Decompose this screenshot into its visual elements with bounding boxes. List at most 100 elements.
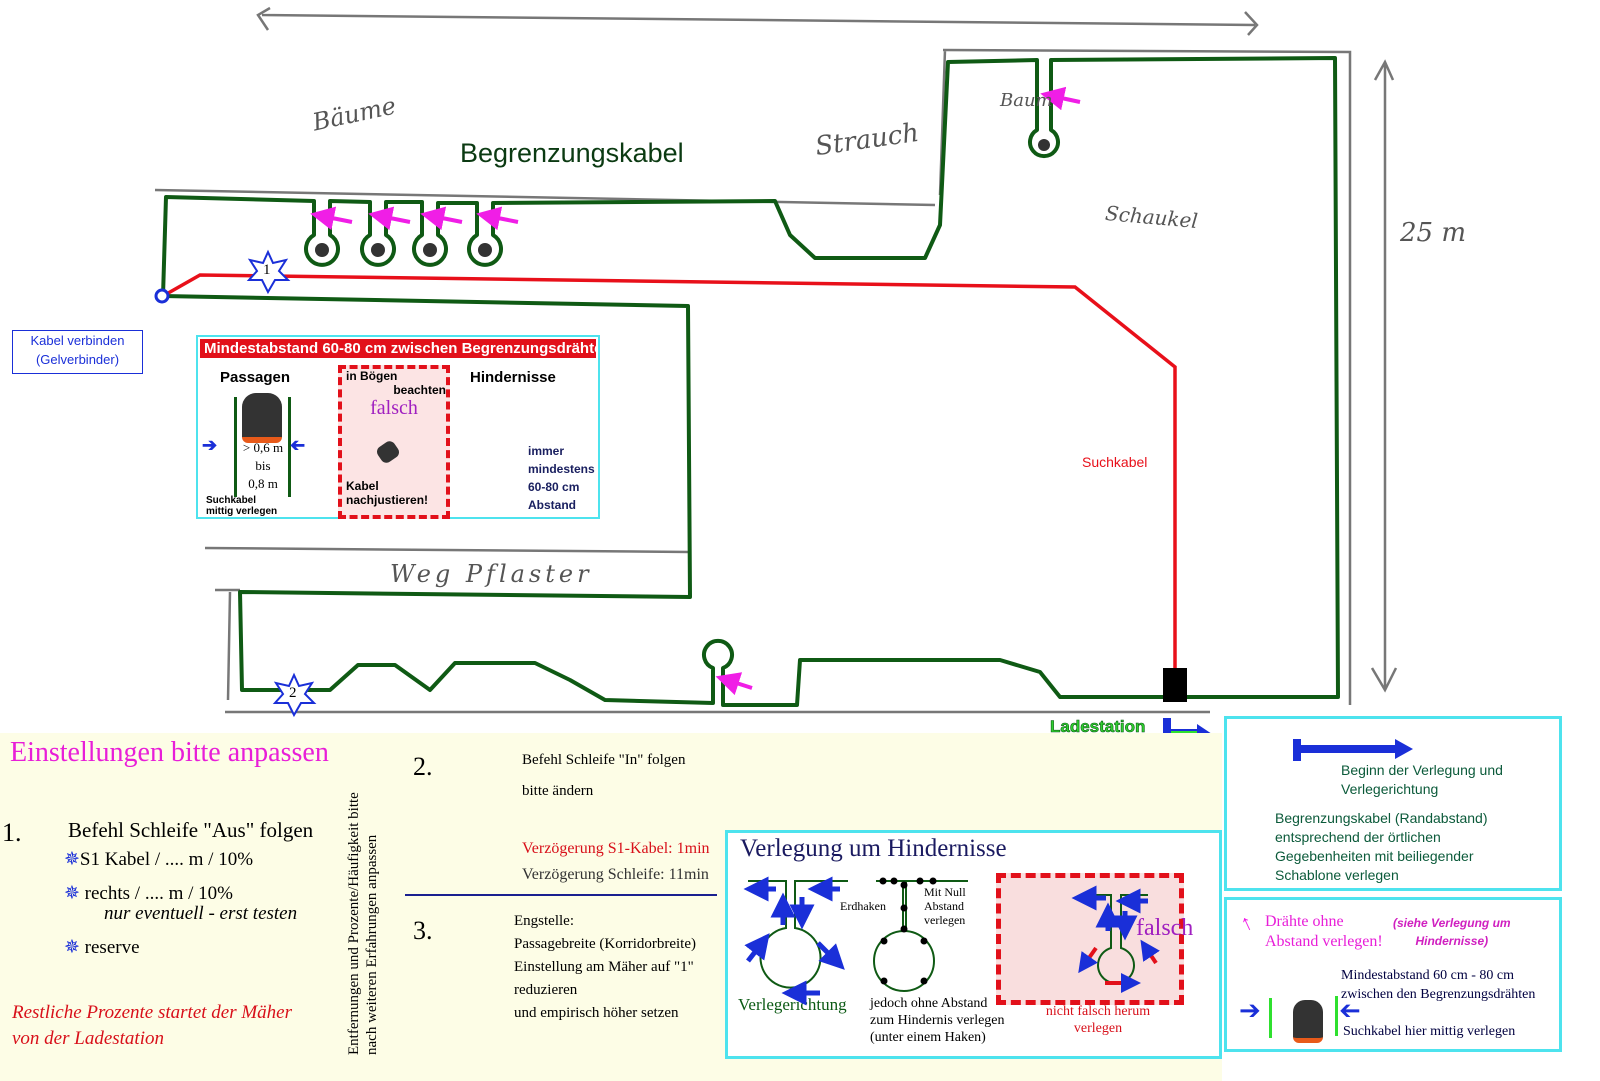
- connector-label: Kabel verbinden (Gelverbinder): [12, 330, 143, 374]
- wires-note-line: Drähte ohne: [1265, 913, 1344, 930]
- spacing-info-title: Mindestabstand 60-80 cm zwischen Begrenz…: [200, 339, 596, 358]
- zero-distance-label: Mit Null Abstand verlegen: [924, 885, 966, 927]
- section-1-footer: Restliche Prozente startet der Mäher von…: [12, 1000, 292, 1052]
- section-3-line: Einstellung am Mäher auf "1": [514, 959, 694, 975]
- see-note-line: (siehe Verlegung um: [1393, 916, 1511, 930]
- start-direction-shaft: [1299, 745, 1399, 753]
- handwritten-tree: Baum: [1000, 90, 1053, 111]
- section-3-line: Engstelle:: [514, 913, 574, 929]
- hindernisse-note: immer mindestens 60-80 cm Abstand: [528, 442, 595, 514]
- charging-station-label: Ladestation: [1050, 717, 1146, 737]
- passagen-note-line: mittig verlegen: [206, 506, 278, 517]
- settings-title: Einstellungen bitte anpassen: [10, 737, 329, 768]
- passage-width: > 0,6 m bis 0,8 m: [238, 439, 288, 493]
- mower-icon: [1293, 1000, 1323, 1043]
- star-1-icon: [246, 249, 291, 295]
- divider: [405, 894, 717, 896]
- footer-line: von der Ladestation: [12, 1028, 164, 1049]
- wrong-note-line: nicht falsch herum: [1045, 1004, 1151, 1019]
- zero-line: Abstand: [924, 899, 964, 913]
- min-distance-line: zwischen den Begrenzungsdrähten: [1341, 987, 1536, 1002]
- wrong-direction-box: [996, 873, 1184, 1005]
- star-icon: ✵: [64, 883, 80, 904]
- arrow-left-icon: ➔: [290, 435, 306, 455]
- star-1-label: 1: [263, 262, 271, 278]
- obstacles-note: jedoch ohne Abstand zum Hindernis verleg…: [870, 995, 1005, 1046]
- star-2-icon: [272, 672, 317, 718]
- connector-label-line: (Gelverbinder): [35, 352, 120, 367]
- obstacles-note-line: (unter einem Haken): [870, 1030, 986, 1045]
- arrow-right-icon: ➔: [1239, 995, 1261, 1025]
- charging-station: [1163, 668, 1187, 702]
- passagen-heading: Passagen: [220, 369, 291, 386]
- wires-note-line: Abstand verlegen!: [1265, 933, 1383, 950]
- boundary-cable-label: Begrenzungskabel: [460, 138, 684, 168]
- see-note: (siehe Verlegung um Hindernisse): [1393, 914, 1511, 950]
- boundary-legend: Begrenzungskabel (Randabstand) entsprech…: [1275, 809, 1487, 885]
- mower-icon: [242, 393, 282, 443]
- section-3-line: Passagebreite (Korridorbreite): [514, 936, 697, 952]
- curves-heading: in Bögen: [346, 369, 398, 383]
- search-cable-note: Suchkabel hier mittig verlegen: [1343, 1024, 1516, 1039]
- curves-note-line: Kabel: [346, 479, 379, 493]
- section-1-number: 1.: [2, 818, 22, 847]
- min-distance-line: Mindestabstand 60 cm - 80 cm: [1341, 968, 1515, 983]
- section-3-line: und empirisch höher setzen: [514, 1005, 679, 1021]
- curves-note-line: nachjustieren!: [346, 493, 429, 507]
- cable-connector: [154, 288, 170, 304]
- hindernisse-note-line: Abstand: [528, 498, 576, 512]
- arrow-up-icon: ↑: [1236, 908, 1257, 937]
- zero-line: Mit Null: [924, 885, 966, 899]
- hindernisse-note-line: 60-80 cm: [528, 480, 580, 494]
- item-subtext: nur eventuell - erst testen: [104, 903, 298, 924]
- vertical-note-line: Entfernungen und Prozente/Häufigkeit bit…: [346, 792, 362, 1055]
- delay-loop: Verzögerung Schleife: 11min: [522, 866, 709, 883]
- boundary-cable: [161, 56, 1340, 707]
- wire-line: [234, 397, 237, 497]
- arrow-left-icon: ➔: [1339, 995, 1361, 1025]
- boundary-legend-line: Begrenzungskabel (Randabstand): [1275, 810, 1488, 826]
- hindernisse-note-line: mindestens: [528, 462, 595, 476]
- star-2-label: 2: [289, 685, 297, 701]
- section-3-number: 3.: [413, 916, 433, 945]
- star-icon: ✵: [64, 849, 80, 870]
- section-2-line: bitte ändern: [522, 783, 594, 799]
- obstacles-title: Verlegung um Hindernisse: [740, 835, 1007, 862]
- obstacles-box: Verlegung um Hindernisse falsch Verleger…: [725, 830, 1222, 1059]
- wrong-label: falsch: [1136, 915, 1194, 941]
- obstacle-routing-drawing: [743, 876, 1160, 1006]
- handwritten-height: 25 m: [1400, 218, 1467, 248]
- curves-heading: beachten: [393, 383, 446, 397]
- delay-s1: Verzögerung S1-Kabel: 1min: [522, 840, 710, 857]
- footer-line: Restliche Prozente startet der Mäher: [12, 1002, 293, 1023]
- hindernisse-note-line: immer: [528, 444, 565, 458]
- wires-note: Drähte ohne Abstand verlegen!: [1265, 912, 1383, 952]
- obstacles-note-line: jedoch ohne Abstand: [870, 996, 988, 1011]
- passage-width-line: > 0,6 m: [242, 440, 284, 455]
- wire-line: [1269, 998, 1272, 1038]
- passage-width-line: 0,8 m: [248, 476, 278, 491]
- boundary-legend-line: Gegebenheiten mit beiliegender: [1275, 848, 1474, 864]
- wrong-note-line: verlegen: [1073, 1021, 1123, 1036]
- item-text: rechts / .... m / 10%: [84, 883, 233, 904]
- arrow-right-icon: ➔: [202, 435, 218, 455]
- passagen-note: Suchkabel mittig verlegen: [206, 495, 277, 517]
- passagen-note-line: Suchkabel: [206, 495, 257, 506]
- section-2-line: Befehl Schleife "In" folgen: [522, 752, 686, 768]
- see-note-line: Hindernisse): [1415, 934, 1489, 948]
- boundary-legend-line: Schablone verlegen: [1275, 867, 1399, 883]
- sketch-lines: [154, 6, 1398, 714]
- obstacles-note-line: zum Hindernis verlegen: [870, 1013, 1005, 1028]
- spacing-info-box: Mindestabstand 60-80 cm zwischen Begrenz…: [196, 335, 600, 519]
- start-legend-line: Beginn der Verlegung und: [1341, 762, 1503, 778]
- direction-arrows: [743, 876, 1148, 1006]
- wire-line: [1335, 996, 1338, 1036]
- wrong-direction-arrows: [1078, 939, 1160, 993]
- vertical-note-line: nach weiteren Erfahrungen anpassen: [364, 834, 380, 1055]
- search-cable-label: Suchkabel: [1082, 454, 1148, 470]
- start-legend-line: Verlegerichtung: [1341, 781, 1439, 797]
- wrong-label: falsch: [370, 397, 418, 419]
- legend-box-start: Beginn der Verlegung und Verlegerichtung…: [1224, 716, 1562, 891]
- connector-label-line: Kabel verbinden: [30, 333, 125, 348]
